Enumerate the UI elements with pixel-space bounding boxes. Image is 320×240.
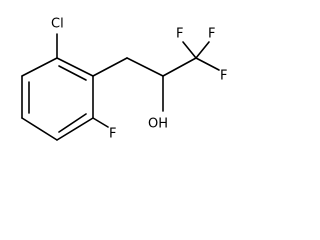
hydroxyl-label: OH (148, 117, 168, 132)
fluorine-top-right-label: F (208, 27, 215, 42)
bond-cf3-to-f-top-right (195, 41, 210, 59)
ring-bond-c6-c1 (56, 57, 94, 77)
bond-cf3-to-f-right (195, 57, 220, 71)
fluorine-right-label: F (220, 69, 227, 84)
atom-labels: Cl F OH F F F (51, 17, 227, 142)
bond-cf3-to-f-top-left (182, 41, 197, 59)
ring-bond-c4-c5 (56, 117, 94, 141)
ring-double-bond-c1-c6 (58, 65, 87, 81)
ring-bond-c3-c4 (21, 117, 58, 141)
bond-ch2-to-choh (126, 57, 164, 77)
bond-choh-to-cf3 (162, 57, 197, 77)
chlorine-label: Cl (51, 17, 64, 32)
bond-ring-to-ch2 (92, 57, 128, 77)
substituent-bonds (56, 33, 220, 128)
ring-double-bond-c4-c5 (58, 113, 87, 133)
chemical-structure-diagram: Cl F OH F F F (21, 17, 227, 142)
ring-bond-c1-c2 (21, 57, 58, 77)
benzene-ring (21, 57, 94, 141)
fluorine-top-left-label: F (176, 27, 183, 42)
fluorine-ring-label: F (109, 127, 116, 142)
bond-ring-to-fluorine (92, 117, 109, 128)
